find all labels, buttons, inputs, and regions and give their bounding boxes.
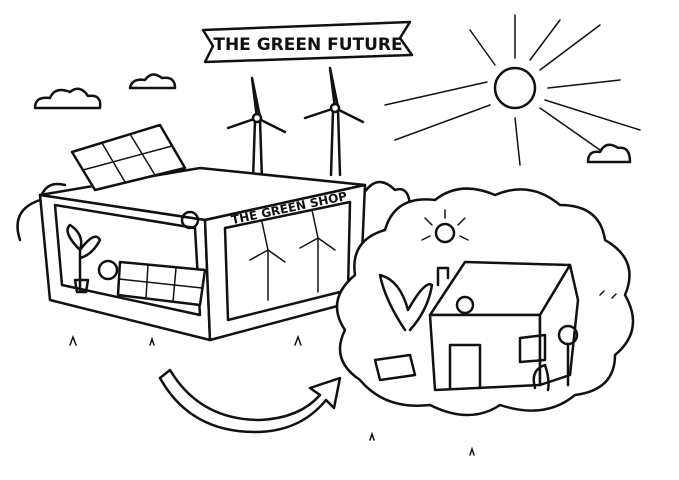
solar-panel-icon — [373, 353, 417, 382]
plant-icon — [66, 223, 102, 294]
plant-icon — [378, 273, 434, 332]
green-shop-building: THE GREEN SHOP — [38, 123, 367, 342]
plant-icon — [532, 342, 570, 392]
sun-icon — [434, 222, 456, 244]
house-icon — [428, 260, 580, 392]
arrow-icon — [158, 368, 342, 434]
future-cloud — [335, 187, 635, 417]
cloud-icon — [33, 87, 102, 110]
grass — [69, 290, 617, 456]
banner-title: THE GREEN FUTURE — [213, 35, 402, 55]
cloud-icon — [586, 143, 632, 164]
globe-logo-icon — [180, 210, 200, 230]
cloud-icon — [128, 73, 177, 90]
wind-turbine-icon — [303, 66, 365, 177]
plant-icon — [97, 259, 119, 281]
sun-icon — [384, 14, 641, 166]
title-banner: THE GREEN FUTURE — [201, 20, 414, 64]
wind-turbine-icon — [226, 76, 287, 182]
